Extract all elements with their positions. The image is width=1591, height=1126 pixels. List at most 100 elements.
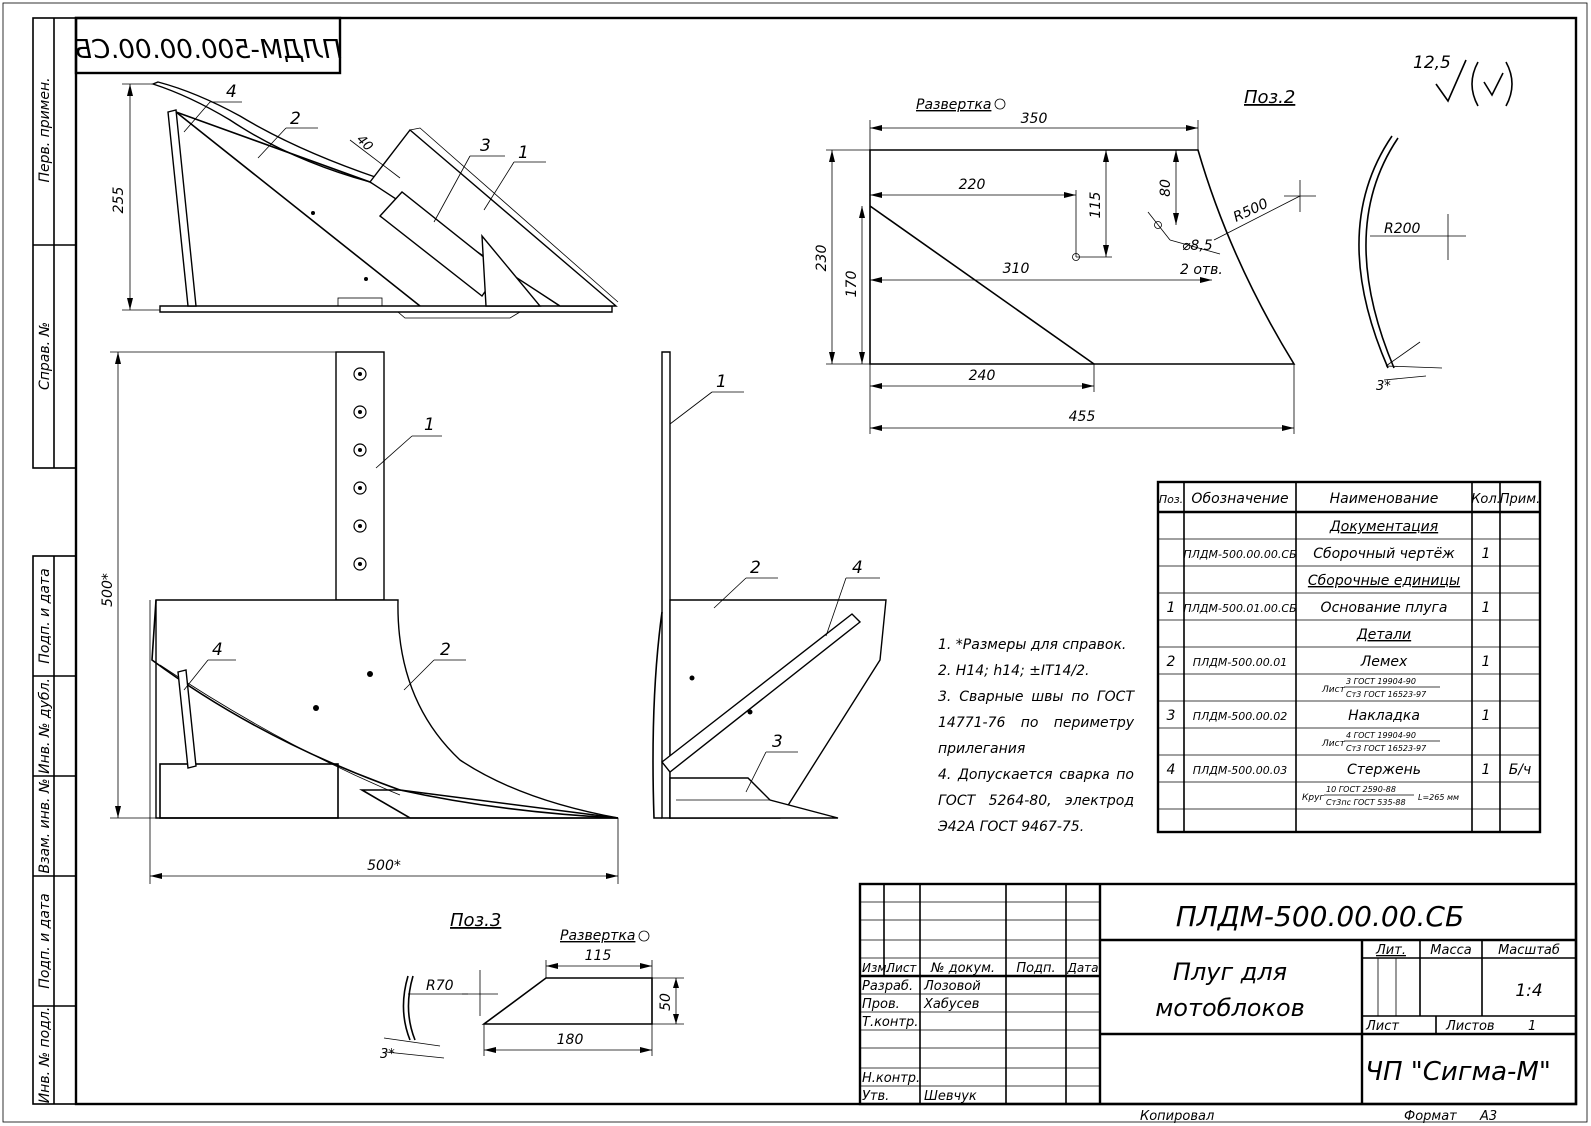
tb-format: А3 xyxy=(1479,1109,1497,1124)
tb-header-list: Лист xyxy=(885,961,917,975)
spec-header-code: Обозначение xyxy=(1191,491,1288,507)
poz3-title: Поз.3 xyxy=(450,910,501,931)
tb-role-prov: Пров. xyxy=(862,997,900,1012)
leader-4-front: 4 xyxy=(212,640,223,660)
tb-scale: 1:4 xyxy=(1515,981,1542,1001)
dim-hole-diam: ⌀8,5 xyxy=(1182,238,1213,254)
spec-row1-qty: 1 xyxy=(1482,600,1491,616)
roughness-symbol: 12,5 xyxy=(1413,53,1513,107)
dim-40: 40 xyxy=(353,132,375,154)
spec-header-pos: Поз. xyxy=(1159,493,1183,506)
leader-4-top: 4 xyxy=(226,82,237,102)
spec-row4-name: Стержень xyxy=(1347,762,1421,778)
leader-3-top: 3 xyxy=(480,136,491,156)
poz3-detail: Поз.3 Развертка 115 50 180 R70 3* xyxy=(380,910,684,1062)
tb-scale-label: Масштаб xyxy=(1498,943,1560,958)
dim-180: 180 xyxy=(557,1032,584,1048)
spec-row0-code: ПЛДМ-500.00.00.СБ xyxy=(1183,548,1296,561)
spec-header-name: Наименование xyxy=(1330,491,1439,507)
spec-row4-note: Б/ч xyxy=(1509,762,1532,778)
spec-mat1-prefix: Лист xyxy=(1321,739,1346,749)
dim-500-horizontal: 500* xyxy=(367,858,401,874)
binding-strip: Перв. примен. Справ. № Подп. и дата Инв.… xyxy=(32,17,77,1105)
dim-115-poz3: 115 xyxy=(585,948,612,964)
tb-role-utv: Утв. xyxy=(862,1089,889,1104)
spec-row2-pos: 2 xyxy=(1167,654,1176,670)
spec-mat2-extra: L=265 мм xyxy=(1418,793,1459,802)
leader-1-front: 1 xyxy=(424,415,435,435)
tb-sheets-count: 1 xyxy=(1528,1019,1536,1034)
spec-section-parts: Детали xyxy=(1356,627,1411,643)
leader-2-top: 2 xyxy=(290,109,301,129)
dim-240: 240 xyxy=(969,368,996,384)
view-front: 500* 500* 1 4 2 xyxy=(100,351,619,884)
dim-3-poz2: 3* xyxy=(1376,379,1391,394)
roughness-value: 12,5 xyxy=(1413,53,1451,73)
dim-255: 255 xyxy=(111,187,127,214)
technical-notes: 1. *Размеры для справок. 2. Н14; h14; ±I… xyxy=(938,632,1134,840)
tb-role-tkontr: Т.контр. xyxy=(862,1015,918,1030)
mirrored-stamp: ПЛДМ-500.00.00.СБ xyxy=(74,16,342,75)
dim-170: 170 xyxy=(844,271,860,298)
side-label-sprav: Справ. № xyxy=(37,322,53,390)
poz2-title: Поз.2 xyxy=(1244,87,1295,108)
dim-115-poz2: 115 xyxy=(1088,192,1104,219)
dim-350: 350 xyxy=(1021,111,1048,127)
spec-row4-code: ПЛДМ-500.00.03 xyxy=(1193,764,1288,777)
spec-mat1-top: 4 ГОСТ 19904-90 xyxy=(1346,731,1416,740)
side-label-vzam: Взам. инв. № xyxy=(37,778,53,873)
spec-header-qty: Кол. xyxy=(1471,492,1501,507)
spec-row4-pos: 4 xyxy=(1167,762,1176,778)
dim-230: 230 xyxy=(814,245,830,272)
spec-mat2-bottom: Ст3пс ГОСТ 535-88 xyxy=(1326,798,1406,807)
spec-mat2-top: 10 ГОСТ 2590-88 xyxy=(1326,785,1396,794)
spec-table: Поз. Обозначение Наименование Кол. Прим.… xyxy=(1156,480,1542,834)
leader-2-front: 2 xyxy=(440,640,451,660)
leader-3-side: 3 xyxy=(772,732,783,752)
spec-row3-qty: 1 xyxy=(1482,708,1491,724)
dim-220: 220 xyxy=(959,177,986,193)
tb-role-razrab: Разраб. xyxy=(862,979,913,994)
tb-name-prov: Хабусев xyxy=(923,997,979,1012)
note-3: 3. Сварные швы по ГОСТ 14771-76 по перим… xyxy=(938,689,1134,757)
tb-title-line2: мотоблоков xyxy=(1155,994,1305,1022)
note-2: 2. Н14; h14; ±IT14/2. xyxy=(938,663,1090,679)
spec-row2-code: ПЛДМ-500.00.01 xyxy=(1193,656,1288,669)
tb-title-line1: Плуг для xyxy=(1173,958,1287,986)
dim-50: 50 xyxy=(658,993,674,1011)
tb-header-doc: № докум. xyxy=(930,961,995,976)
dim-455: 455 xyxy=(1069,409,1096,425)
tb-role-nkontr: Н.контр. xyxy=(862,1071,920,1086)
spec-row4-qty: 1 xyxy=(1482,762,1491,778)
tb-copied: Копировал xyxy=(1140,1109,1214,1124)
dim-80: 80 xyxy=(1158,179,1174,197)
dim-r200: R200 xyxy=(1384,221,1421,237)
spec-mat1-bottom: Ст3 ГОСТ 16523-97 xyxy=(1346,744,1427,753)
dim-500-vertical: 500* xyxy=(100,573,116,607)
poz3-razvertka: Развертка xyxy=(560,928,635,944)
spec-mat0-prefix: Лист xyxy=(1321,685,1346,695)
tb-sheet: Лист xyxy=(1365,1019,1399,1034)
note-4: 4. Допускается сварка по ГОСТ 5264-80, э… xyxy=(938,767,1134,835)
tb-header-date: Дата xyxy=(1066,961,1098,975)
dim-r70: R70 xyxy=(426,978,454,994)
view-side: 1 2 4 3 xyxy=(652,351,887,819)
spec-row1-name: Основание плуга xyxy=(1321,600,1448,616)
spec-row3-name: Накладка xyxy=(1348,708,1420,724)
mirrored-stamp-text: ПЛДМ-500.00.00.СБ xyxy=(74,35,342,65)
spec-row1-pos: 1 xyxy=(1167,600,1176,616)
spec-row1-code: ПЛДМ-500.01.00.СБ xyxy=(1183,602,1296,615)
poz2-detail: Поз.2 Развертка 350 220 115 80 310 230 xyxy=(814,87,1466,434)
tb-name-razrab: Лозовой xyxy=(923,979,981,994)
spec-row0-qty: 1 xyxy=(1482,546,1491,562)
spec-row3-code: ПЛДМ-500.00.02 xyxy=(1193,710,1288,723)
spec-section-doc: Документация xyxy=(1329,519,1438,535)
tb-doc-code: ПЛДМ-500.00.00.СБ xyxy=(1176,900,1464,933)
tb-mass: Масса xyxy=(1430,943,1471,958)
leader-2-side: 2 xyxy=(750,558,761,578)
side-label-podp-1: Подп. и дата xyxy=(37,568,53,663)
spec-row0-name: Сборочный чертёж xyxy=(1313,546,1455,562)
leader-4-side: 4 xyxy=(852,558,863,578)
